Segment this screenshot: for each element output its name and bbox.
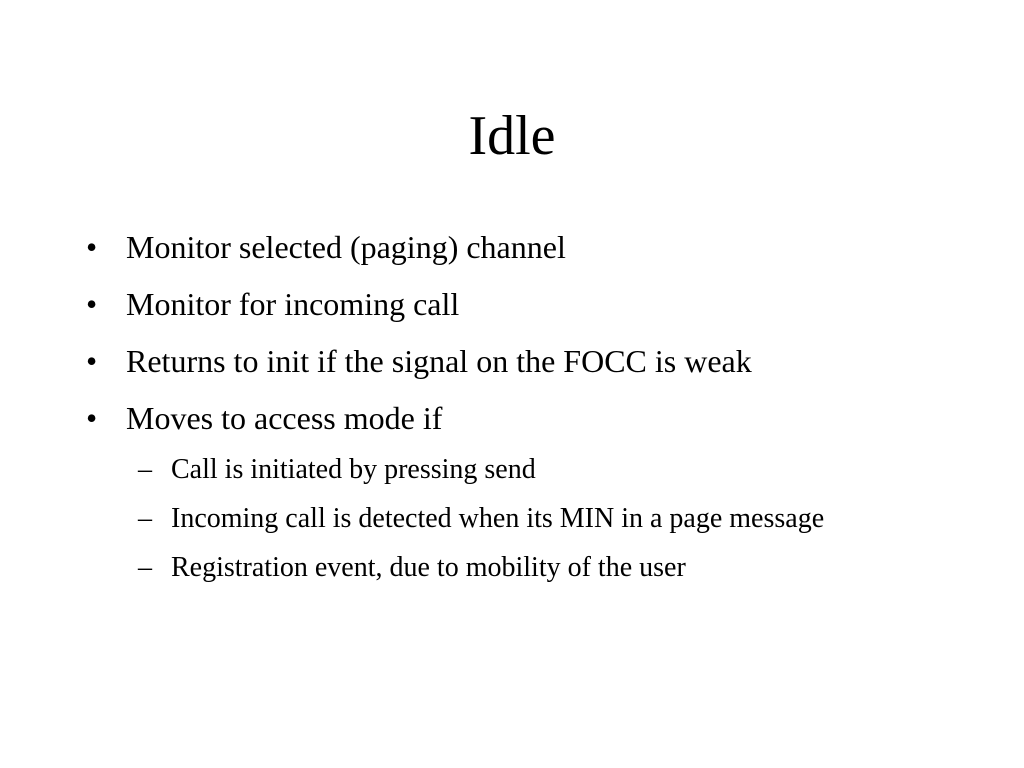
slide-title: Idle	[468, 105, 556, 167]
sub-bullet-text: Registration event, due to mobility of t…	[171, 552, 686, 583]
bullet-text: Returns to init if the signal on the FOC…	[126, 343, 752, 379]
bullet-marker: •	[86, 286, 98, 322]
sub-bullet-item: – Registration event, due to mobility of…	[0, 548, 861, 588]
sub-bullet-marker: –	[138, 503, 152, 534]
bullet-item: • Monitor selected (paging) channel	[0, 228, 1024, 266]
sub-bullet-text: Call is initiated by pressing send	[171, 454, 536, 485]
bullet-marker: •	[86, 229, 98, 265]
sub-bullet-item: – Incoming call is detected when its MIN…	[0, 499, 861, 539]
bullet-marker: •	[86, 400, 98, 436]
sub-bullet-marker: –	[138, 552, 152, 583]
bullet-text: Moves to access mode if	[126, 400, 443, 436]
bullet-item: • Moves to access mode if – Call is init…	[0, 399, 1024, 588]
bullet-list: • Monitor selected (paging) channel • Mo…	[0, 228, 1024, 607]
bullet-item: • Returns to init if the signal on the F…	[0, 342, 1024, 380]
bullet-marker: •	[86, 343, 98, 379]
sub-bullet-item: – Call is initiated by pressing send	[0, 450, 861, 490]
bullet-text: Monitor selected (paging) channel	[126, 229, 566, 265]
sub-bullet-list: – Call is initiated by pressing send – I…	[126, 450, 1024, 588]
bullet-text: Monitor for incoming call	[126, 286, 460, 322]
sub-bullet-text: Incoming call is detected when its MIN i…	[171, 503, 825, 534]
sub-bullet-marker: –	[138, 454, 152, 485]
bullet-item: • Monitor for incoming call	[0, 285, 1024, 323]
